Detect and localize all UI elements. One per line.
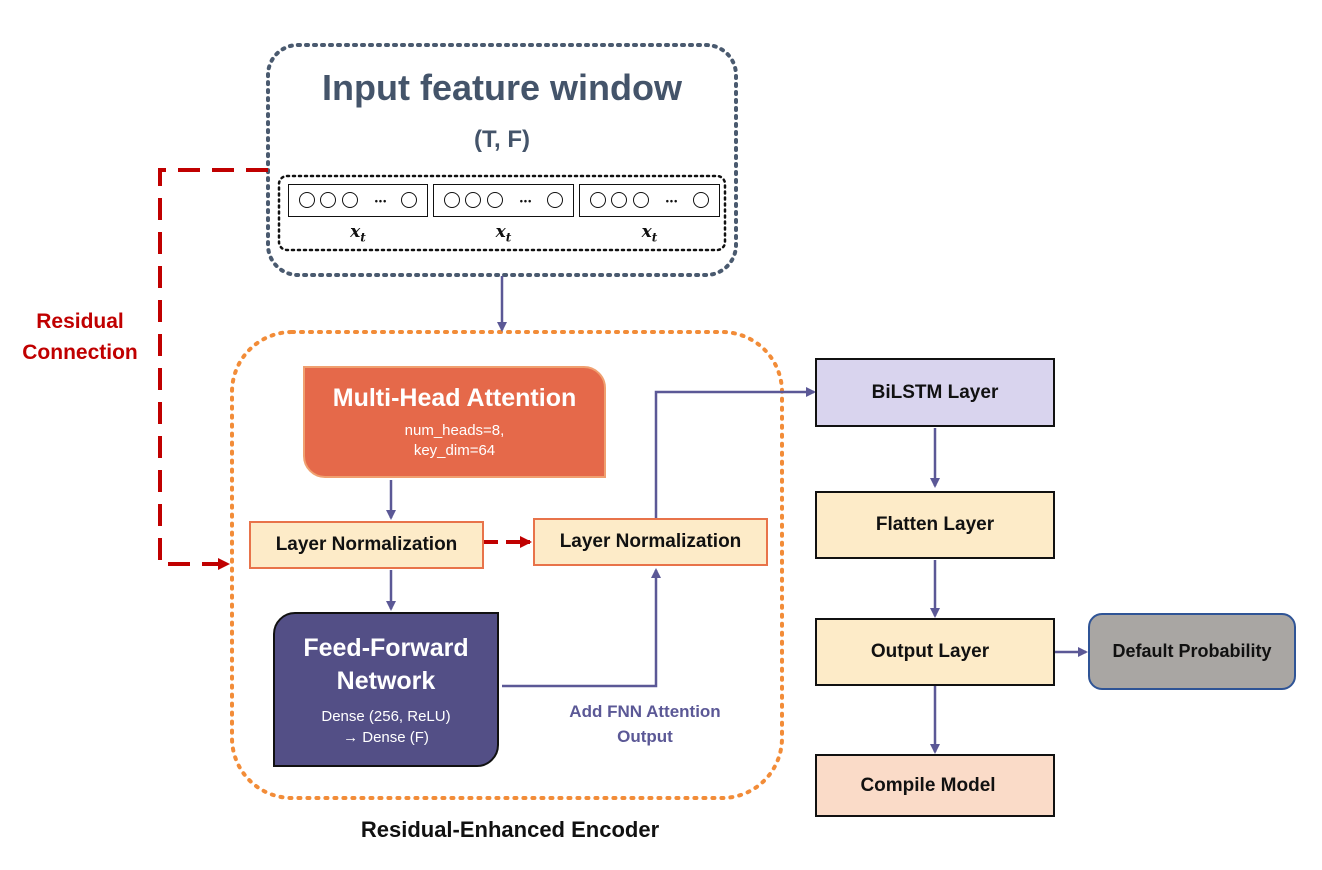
encoder-border — [230, 330, 784, 800]
feature-node-icon — [342, 192, 358, 208]
feature-vector-subscript: t — [505, 230, 512, 245]
ffn-detail-dense: Dense (256, ReLU) — [321, 707, 451, 725]
flatten-layer: Flatten Layer — [815, 491, 1055, 559]
feature-vector-box: ••• — [579, 184, 720, 217]
feature-node-icon — [633, 192, 649, 208]
feature-vector-label: xt — [484, 222, 524, 246]
feature-vector-box: ••• — [288, 184, 428, 217]
ffn-title-line1: Feed-Forward — [303, 633, 469, 662]
ellipsis-icon: ••• — [519, 196, 533, 206]
arrow-ln2-to-bilstm — [654, 387, 816, 518]
feature-node-icon — [487, 192, 503, 208]
multi-head-attention-block: Multi-Head Attention num_heads=8, key_di… — [303, 366, 606, 478]
ellipsis-icon: ••• — [665, 196, 679, 206]
feature-node-icon — [444, 192, 460, 208]
add-label-line2: Output — [617, 727, 673, 746]
default-probability: Default Probability — [1088, 613, 1296, 690]
input-window-title: Input feature window — [322, 67, 682, 108]
input-window-border — [266, 43, 738, 277]
feed-forward-network-block: Feed-Forward Network Dense (256, ReLU) →… — [273, 612, 499, 767]
ellipsis-icon: ••• — [374, 196, 388, 206]
residual-connection-label: Residual Connection — [10, 306, 150, 368]
feature-vector-symbol: x — [495, 222, 506, 242]
add-fnn-attention-label: Add FNN Attention Output — [540, 698, 750, 750]
residual-connection-arrow — [158, 168, 268, 570]
feature-node-icon — [547, 192, 563, 208]
ffn-title-line2: Network — [336, 666, 436, 695]
feature-vector-symbol: x — [350, 222, 361, 242]
feature-vector-label: xt — [630, 222, 670, 246]
feature-node-icon — [401, 192, 417, 208]
layer-normalization-1: Layer Normalization — [249, 521, 484, 569]
mha-param-heads: num_heads=8, — [404, 421, 505, 439]
feature-node-icon — [299, 192, 315, 208]
feature-vector-symbol: x — [641, 222, 652, 242]
feature-node-icon — [465, 192, 481, 208]
feature-row-border — [277, 174, 727, 252]
feature-node-icon — [320, 192, 336, 208]
compile-model: Compile Model — [815, 754, 1055, 817]
arrow-ffn-to-ln2 — [502, 568, 661, 688]
mha-title: Multi-Head Attention — [332, 383, 577, 412]
encoder-caption: Residual-Enhanced Encoder — [360, 817, 660, 842]
add-label-line1: Add FNN Attention — [569, 702, 721, 721]
feature-vector-subscript: t — [360, 230, 366, 245]
input-window-shape: (T, F) — [474, 126, 530, 153]
feature-node-icon — [693, 192, 709, 208]
bilstm-layer: BiLSTM Layer — [815, 358, 1055, 427]
residual-label-line1: Residual — [36, 310, 124, 333]
ffn-detail-output: → Dense (F) — [343, 728, 429, 746]
feature-vector-label: xt — [338, 222, 378, 246]
feature-node-icon — [590, 192, 606, 208]
layer-normalization-2: Layer Normalization — [533, 518, 768, 566]
output-layer: Output Layer — [815, 618, 1055, 686]
feature-vector-subscript: t — [651, 230, 658, 245]
residual-label-line2: Connection — [22, 341, 138, 364]
feature-node-icon — [611, 192, 627, 208]
feature-vector-box: ••• — [433, 184, 574, 217]
mha-param-keydim: key_dim=64 — [413, 441, 496, 459]
